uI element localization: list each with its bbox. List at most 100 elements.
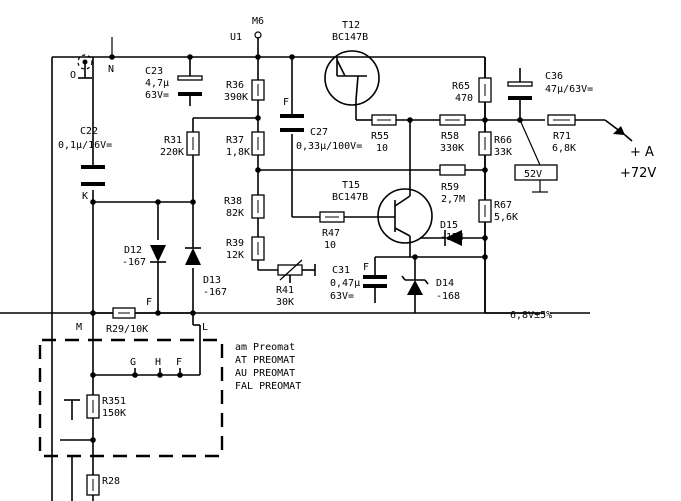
c36-plate-plus (507, 81, 533, 87)
labels: U1 M6 T12 BC147B O N C23 4,7μ 63V= R36 3… (58, 16, 656, 487)
resistor-marks (92, 84, 570, 491)
c36-plate-minus (508, 96, 532, 100)
label-c22-val: 0,1μ/16V= (58, 140, 112, 151)
c22-plate-a (81, 165, 105, 169)
label-t12-name: T12 (342, 20, 360, 31)
preomat-box (38, 338, 224, 458)
label-d14-name: D14 (436, 278, 454, 289)
c23-plate-plus (177, 75, 203, 81)
meter-box (514, 164, 558, 181)
label-out-a: + A (630, 145, 654, 160)
c22-plate-b (81, 182, 105, 186)
c27-plate-a (280, 114, 304, 118)
o-node-ring (77, 54, 93, 70)
note-line-3: AU PREOMAT (235, 368, 295, 379)
label-tol: 6,8V±5% (510, 310, 552, 321)
label-d13-val: -167 (203, 287, 227, 298)
label-h-node: H (155, 357, 161, 368)
label-r38-name: R38 (224, 196, 242, 207)
label-r31-name: R31 (164, 135, 182, 146)
label-f-node2: F (176, 357, 182, 368)
label-l-node: L (202, 322, 208, 333)
label-r65-val: 470 (455, 93, 473, 104)
c31-plate-a (363, 275, 387, 279)
label-o: O (70, 70, 76, 81)
label-out-v: +72V (620, 166, 656, 181)
c23-plate-minus (178, 92, 202, 96)
label-d12-name: D12 (124, 245, 142, 256)
components (77, 31, 633, 496)
label-r31-val: 220K (160, 147, 184, 158)
label-r66-name: R66 (494, 135, 512, 146)
note-line-2: AT PREOMAT (235, 355, 295, 366)
label-r36-val: 390K (224, 92, 248, 103)
label-d13-name: D13 (203, 275, 221, 286)
label-t15-type: BC147B (332, 192, 368, 203)
label-r28-name: R28 (102, 476, 120, 487)
label-r36-name: R36 (226, 80, 244, 91)
label-m6: M6 (252, 16, 264, 27)
label-c36-val: 47μ/63V= (545, 84, 593, 95)
d15-diode (445, 230, 462, 246)
t12-transistor (324, 50, 380, 106)
label-f-node: F (146, 297, 152, 308)
label-r58-name: R58 (441, 131, 459, 142)
label-t12-type: BC147B (332, 32, 368, 43)
t15-transistor (377, 188, 433, 244)
c27-plate-b (280, 128, 304, 132)
label-r67-name: R67 (494, 200, 512, 211)
label-m-node: M (76, 322, 82, 333)
label-meter: 52V (524, 169, 542, 180)
m6-terminal (254, 31, 262, 39)
label-c31-val2: 63V= (330, 291, 354, 302)
label-r29: R29/10K (106, 324, 148, 335)
label-r67-val: 5,6K (494, 212, 518, 223)
label-r39-val: 12K (226, 250, 244, 261)
label-t15-name: T15 (342, 180, 360, 191)
label-r55-val: 10 (376, 143, 388, 154)
label-r71-name: R71 (553, 131, 571, 142)
label-d12-val: -167 (122, 257, 146, 268)
label-c36-name: C36 (545, 71, 563, 82)
label-c27-f: F (283, 97, 289, 108)
d13-diode (185, 248, 201, 265)
junctions (90, 54, 523, 443)
d14-diode (407, 280, 423, 295)
label-r37-name: R37 (226, 135, 244, 146)
r59-body (439, 164, 466, 176)
note-line-4: FAL PREOMAT (235, 381, 301, 392)
label-c22-name: C22 (80, 126, 98, 137)
label-r59-val: 2,7M (441, 194, 465, 205)
label-r59-name: R59 (441, 182, 459, 193)
label-r65-name: R65 (452, 81, 470, 92)
label-r38-val: 82K (226, 208, 244, 219)
label-r351-name: R351 (102, 396, 126, 407)
label-c27-val: 0,33μ/100V= (296, 141, 362, 152)
d12-diode (150, 245, 166, 262)
c31-plate-b (363, 284, 387, 288)
note-line-1: am Preomat (235, 342, 295, 353)
label-c22-k: K (82, 191, 88, 202)
label-c27-name: C27 (310, 127, 328, 138)
label-d15-val: -174 (440, 232, 464, 243)
label-r47-name: R47 (322, 228, 340, 239)
label-d15-name: D15 (440, 220, 458, 231)
label-c23-val2: 63V= (145, 90, 169, 101)
label-r55-name: R55 (371, 131, 389, 142)
output-arrow (613, 126, 625, 135)
label-r39-name: R39 (226, 238, 244, 249)
wires (0, 37, 626, 501)
label-r71-val: 6,8K (552, 143, 576, 154)
label-g-node: G (130, 357, 136, 368)
label-c31-val1: 0,47μ (330, 278, 360, 289)
label-r351-val: 150K (102, 408, 126, 419)
label-r41-val: 30K (276, 297, 294, 308)
label-r58-val: 330K (440, 143, 464, 154)
label-c23-name: C23 (145, 66, 163, 77)
label-r41-name: R41 (276, 285, 294, 296)
label-c23-val1: 4,7μ (145, 78, 169, 89)
label-r66-val: 33K (494, 147, 512, 158)
label-u1: U1 (230, 32, 242, 43)
label-d14-val: -168 (436, 291, 460, 302)
